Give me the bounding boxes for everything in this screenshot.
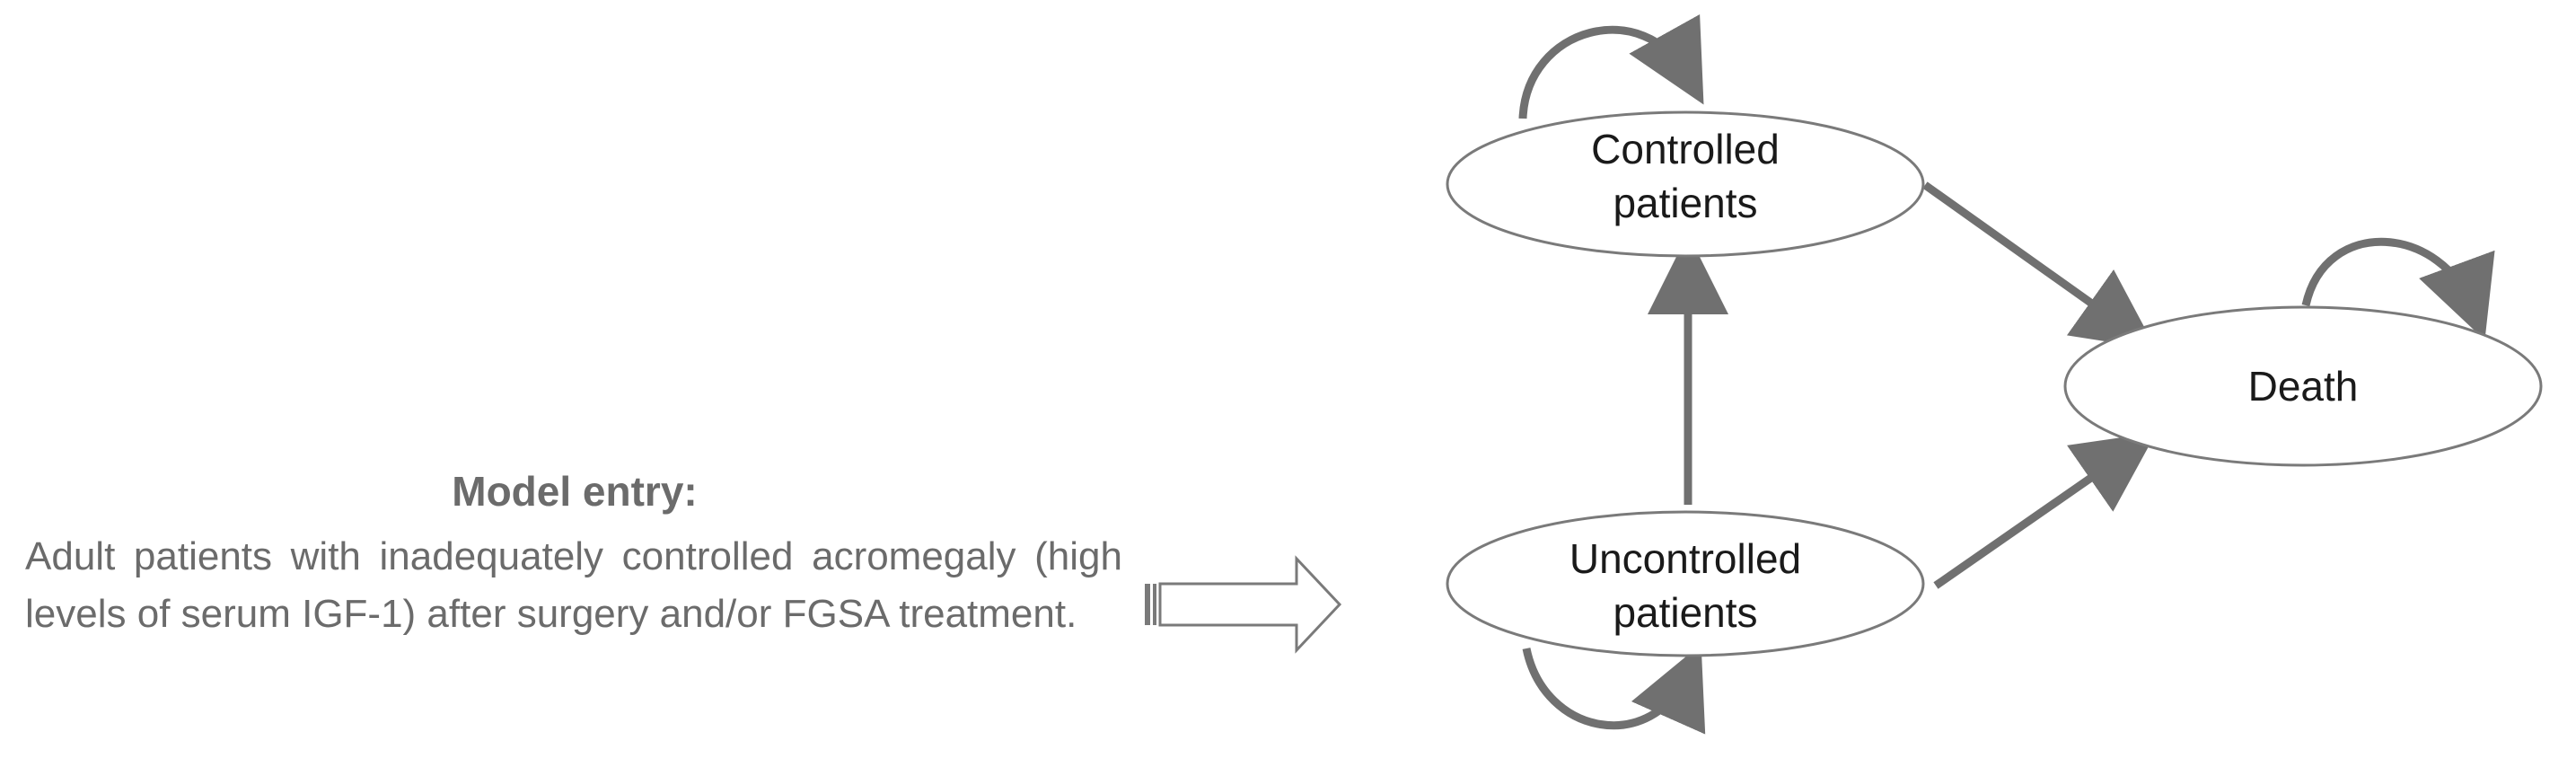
arrow-uncontrolled-to-death <box>1933 432 2157 589</box>
state-controlled-patients: Controlled patients <box>1446 110 1925 258</box>
self-loop-death <box>2301 237 2495 340</box>
state-controlled-line2: patients <box>1613 180 1757 226</box>
self-loop-uncontrolled <box>1522 644 1706 735</box>
arrow-controlled-to-death <box>1922 181 2157 349</box>
self-loop-controlled <box>1518 13 1704 119</box>
state-controlled-line1: Controlled <box>1591 126 1780 172</box>
state-uncontrolled-line1: Uncontrolled <box>1569 535 1801 582</box>
model-entry-heading: Model entry: <box>452 468 698 515</box>
entry-arrow <box>1145 555 1342 654</box>
state-uncontrolled-line2: patients <box>1613 589 1757 636</box>
state-uncontrolled-patients: Uncontrolled patients <box>1446 510 1925 657</box>
model-entry-description: Adult patients with inadequately control… <box>25 534 1122 636</box>
state-death: Death <box>2063 305 2543 467</box>
state-death-label: Death <box>2248 363 2359 410</box>
